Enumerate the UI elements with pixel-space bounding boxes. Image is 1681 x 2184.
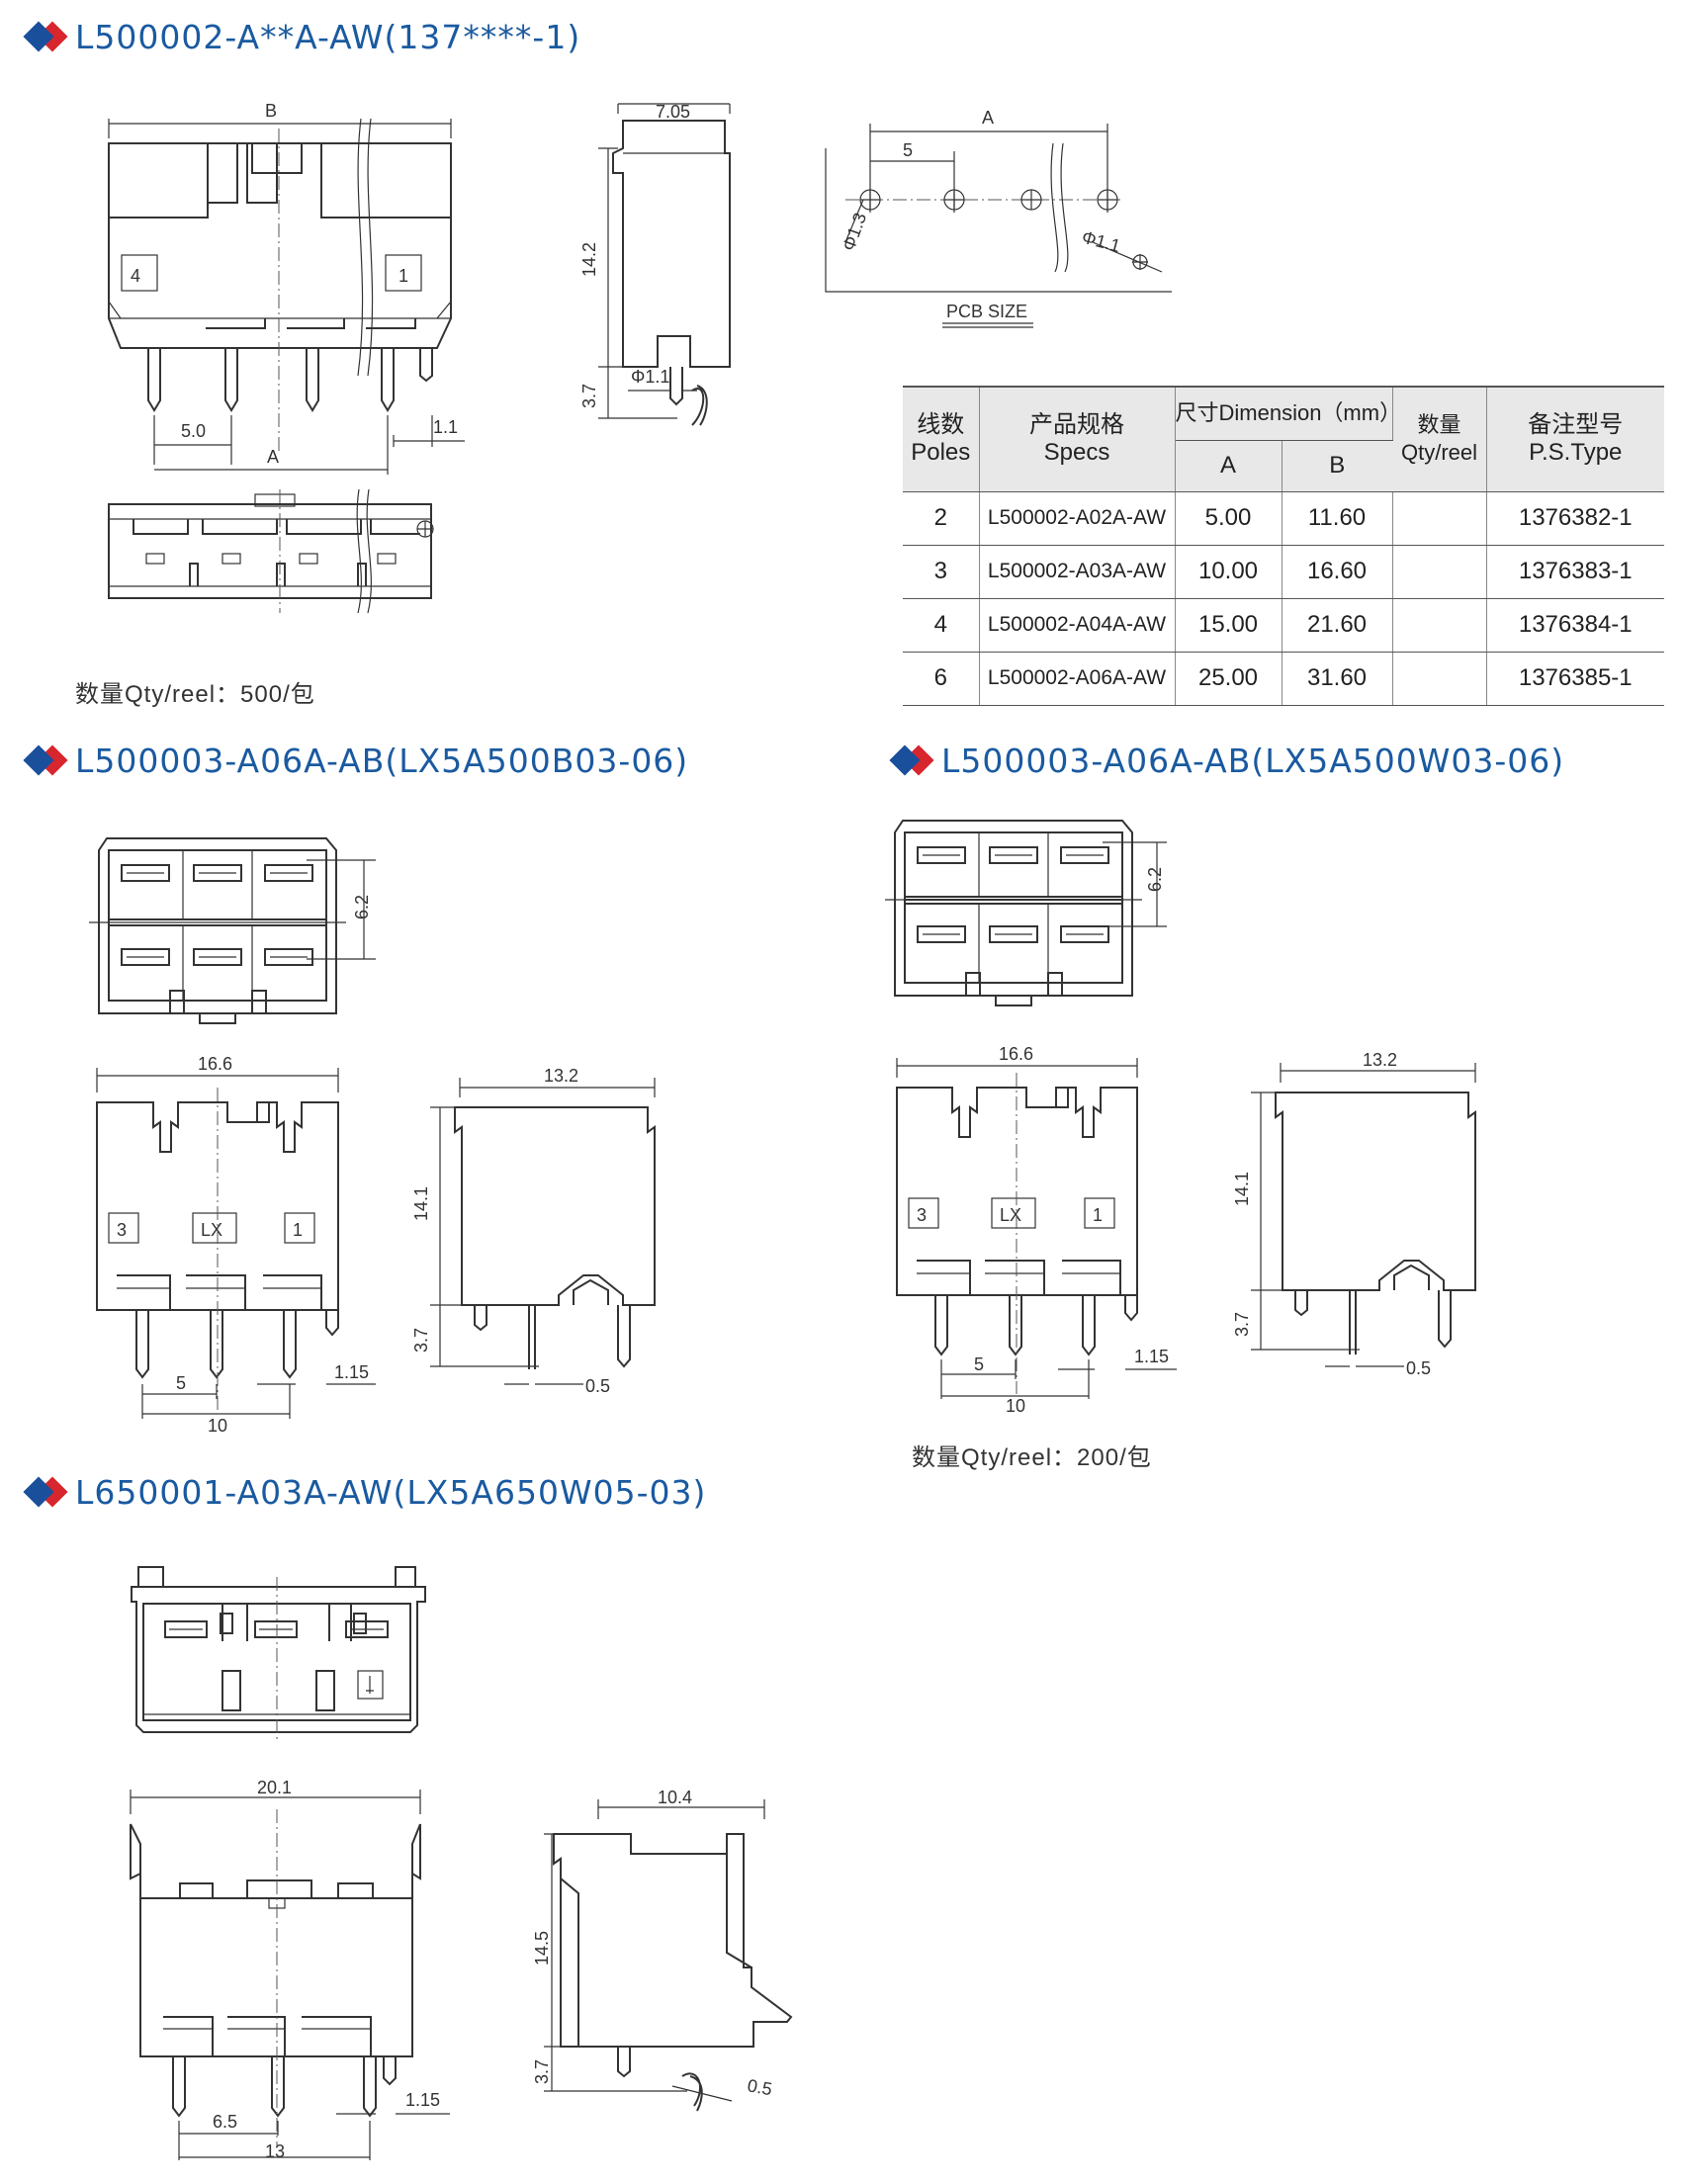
- dim-14-1: 14.1: [411, 1186, 431, 1221]
- dim-3-7: 3.7: [1232, 1312, 1252, 1337]
- top-view-drawing-4: [131, 1566, 426, 1740]
- dim-phi-1-1: Φ1.1: [631, 367, 669, 387]
- pin-mark-lx: LX: [1000, 1205, 1021, 1225]
- dim-1-15: 1.15: [334, 1362, 369, 1382]
- qty-note-1: 数量Qty/reel：500/包: [75, 681, 315, 708]
- section-title-text: L650001-A03A-AW(LX5A650W05-03): [75, 1473, 707, 1512]
- header-b: B: [1282, 440, 1392, 492]
- qty-note-2: 数量Qty/reel：200/包: [912, 1444, 1152, 1471]
- section-title-3: L500003-A06A-AB(LX5A500W03-06): [889, 742, 1565, 780]
- side-view-drawing-4: 10.4 14.5 3.7 0.5: [532, 1788, 793, 2112]
- top-view-drawing-3: 6.2: [885, 820, 1167, 1006]
- section-title-text: L500002-A**A-AW(137****-1): [75, 18, 581, 56]
- dim-1-1: 1.1: [433, 417, 458, 437]
- dim-14-1: 14.1: [1232, 1172, 1252, 1206]
- dim-14-5: 14.5: [532, 1931, 552, 1966]
- side-view-drawing-2: 13.2 14.1 3.7 0.5: [411, 1066, 656, 1396]
- dim-6-2: 6.2: [1145, 867, 1165, 892]
- front-view-drawing-4: 20.1 6.5 13 1.15: [130, 1778, 450, 2161]
- pin-mark-3: 3: [117, 1220, 127, 1240]
- dim-1-15: 1.15: [1134, 1347, 1169, 1366]
- dim-10: 10: [1006, 1396, 1025, 1416]
- section-title-1: L500002-A**A-AW(137****-1): [23, 18, 581, 56]
- header-dimension: 尺寸Dimension（mm）: [1175, 386, 1401, 441]
- diamond-bullet-icon: [23, 743, 68, 776]
- dim-pitch-5: 5.0: [181, 421, 206, 441]
- pin-mark-1: 1: [293, 1220, 303, 1240]
- dim-b: B: [265, 101, 277, 121]
- dim-3-7: 3.7: [532, 2059, 552, 2084]
- dim-13-2: 13.2: [1363, 1050, 1397, 1070]
- section-title-text: L500003-A06A-AB(LX5A500W03-06): [941, 742, 1565, 780]
- header-a: A: [1175, 440, 1283, 492]
- dim-pitch-5: 5: [974, 1354, 984, 1374]
- dim-13-2: 13.2: [544, 1066, 578, 1086]
- dim-pitch-6-5: 6.5: [213, 2112, 237, 2132]
- side-view-drawing-1: 7.05 14.2 3.7 Φ1.1: [579, 102, 731, 426]
- front-view-drawing-2: 16.6 3 LX 1 5 10 1.15: [96, 1054, 376, 1436]
- dim-0-5: 0.5: [1406, 1358, 1431, 1378]
- diamond-bullet-icon: [23, 20, 68, 52]
- pcb-dim-a: A: [982, 108, 994, 128]
- pin-mark-4: 4: [131, 266, 140, 286]
- dim-20-1: 20.1: [257, 1778, 292, 1797]
- dim-0-5: 0.5: [585, 1376, 610, 1396]
- dim-16-6: 16.6: [999, 1044, 1033, 1064]
- dim-3-7: 3.7: [579, 384, 599, 408]
- dim-16-6: 16.6: [198, 1054, 232, 1074]
- section-title-2: L500003-A06A-AB(LX5A500B03-06): [23, 742, 689, 780]
- dim-14-2: 14.2: [579, 242, 599, 277]
- dim-a: A: [267, 447, 279, 467]
- pin-mark-1: 1: [1093, 1205, 1103, 1225]
- diamond-bullet-icon: [889, 743, 934, 776]
- side-view-drawing-3: 13.2 14.1 3.7 0.5: [1232, 1050, 1476, 1378]
- pin-mark-lx: LX: [201, 1220, 222, 1240]
- pcb-size-label: PCB SIZE: [946, 302, 1027, 321]
- dim-pitch-5: 5: [176, 1373, 186, 1393]
- section-title-4: L650001-A03A-AW(LX5A650W05-03): [23, 1473, 707, 1512]
- dim-10-4: 10.4: [658, 1788, 692, 1807]
- diamond-bullet-icon: [23, 1475, 68, 1508]
- pin-mark-1: 1: [398, 266, 408, 286]
- top-view-drawing-2: 6.2: [89, 837, 376, 1024]
- pin-mark-3: 3: [917, 1205, 927, 1225]
- dim-13: 13: [265, 2141, 285, 2161]
- pcb-dim-phi-1-3: Φ1.3: [839, 211, 870, 254]
- bottom-view-drawing-1: [108, 488, 434, 614]
- front-view-drawing-3: 16.6 3 LX 1 5 10 1.15: [896, 1044, 1177, 1416]
- pcb-dim-5: 5: [903, 140, 913, 160]
- dim-1-15: 1.15: [405, 2090, 440, 2110]
- dim-3-7: 3.7: [411, 1328, 431, 1353]
- front-view-drawing-1: 4 1 B 5.0 A 1.1: [108, 101, 465, 475]
- pcb-size-drawing: A 5 Φ1.3 Φ1.1 PCB SIZE: [825, 108, 1172, 328]
- pcb-dim-phi-1-1: Φ1.1: [1080, 227, 1122, 257]
- dim-6-2: 6.2: [352, 895, 372, 919]
- dim-7-05: 7.05: [656, 102, 690, 122]
- section-title-text: L500003-A06A-AB(LX5A500B03-06): [75, 742, 689, 780]
- dim-0-5: 0.5: [746, 2075, 773, 2099]
- dim-10: 10: [208, 1416, 227, 1436]
